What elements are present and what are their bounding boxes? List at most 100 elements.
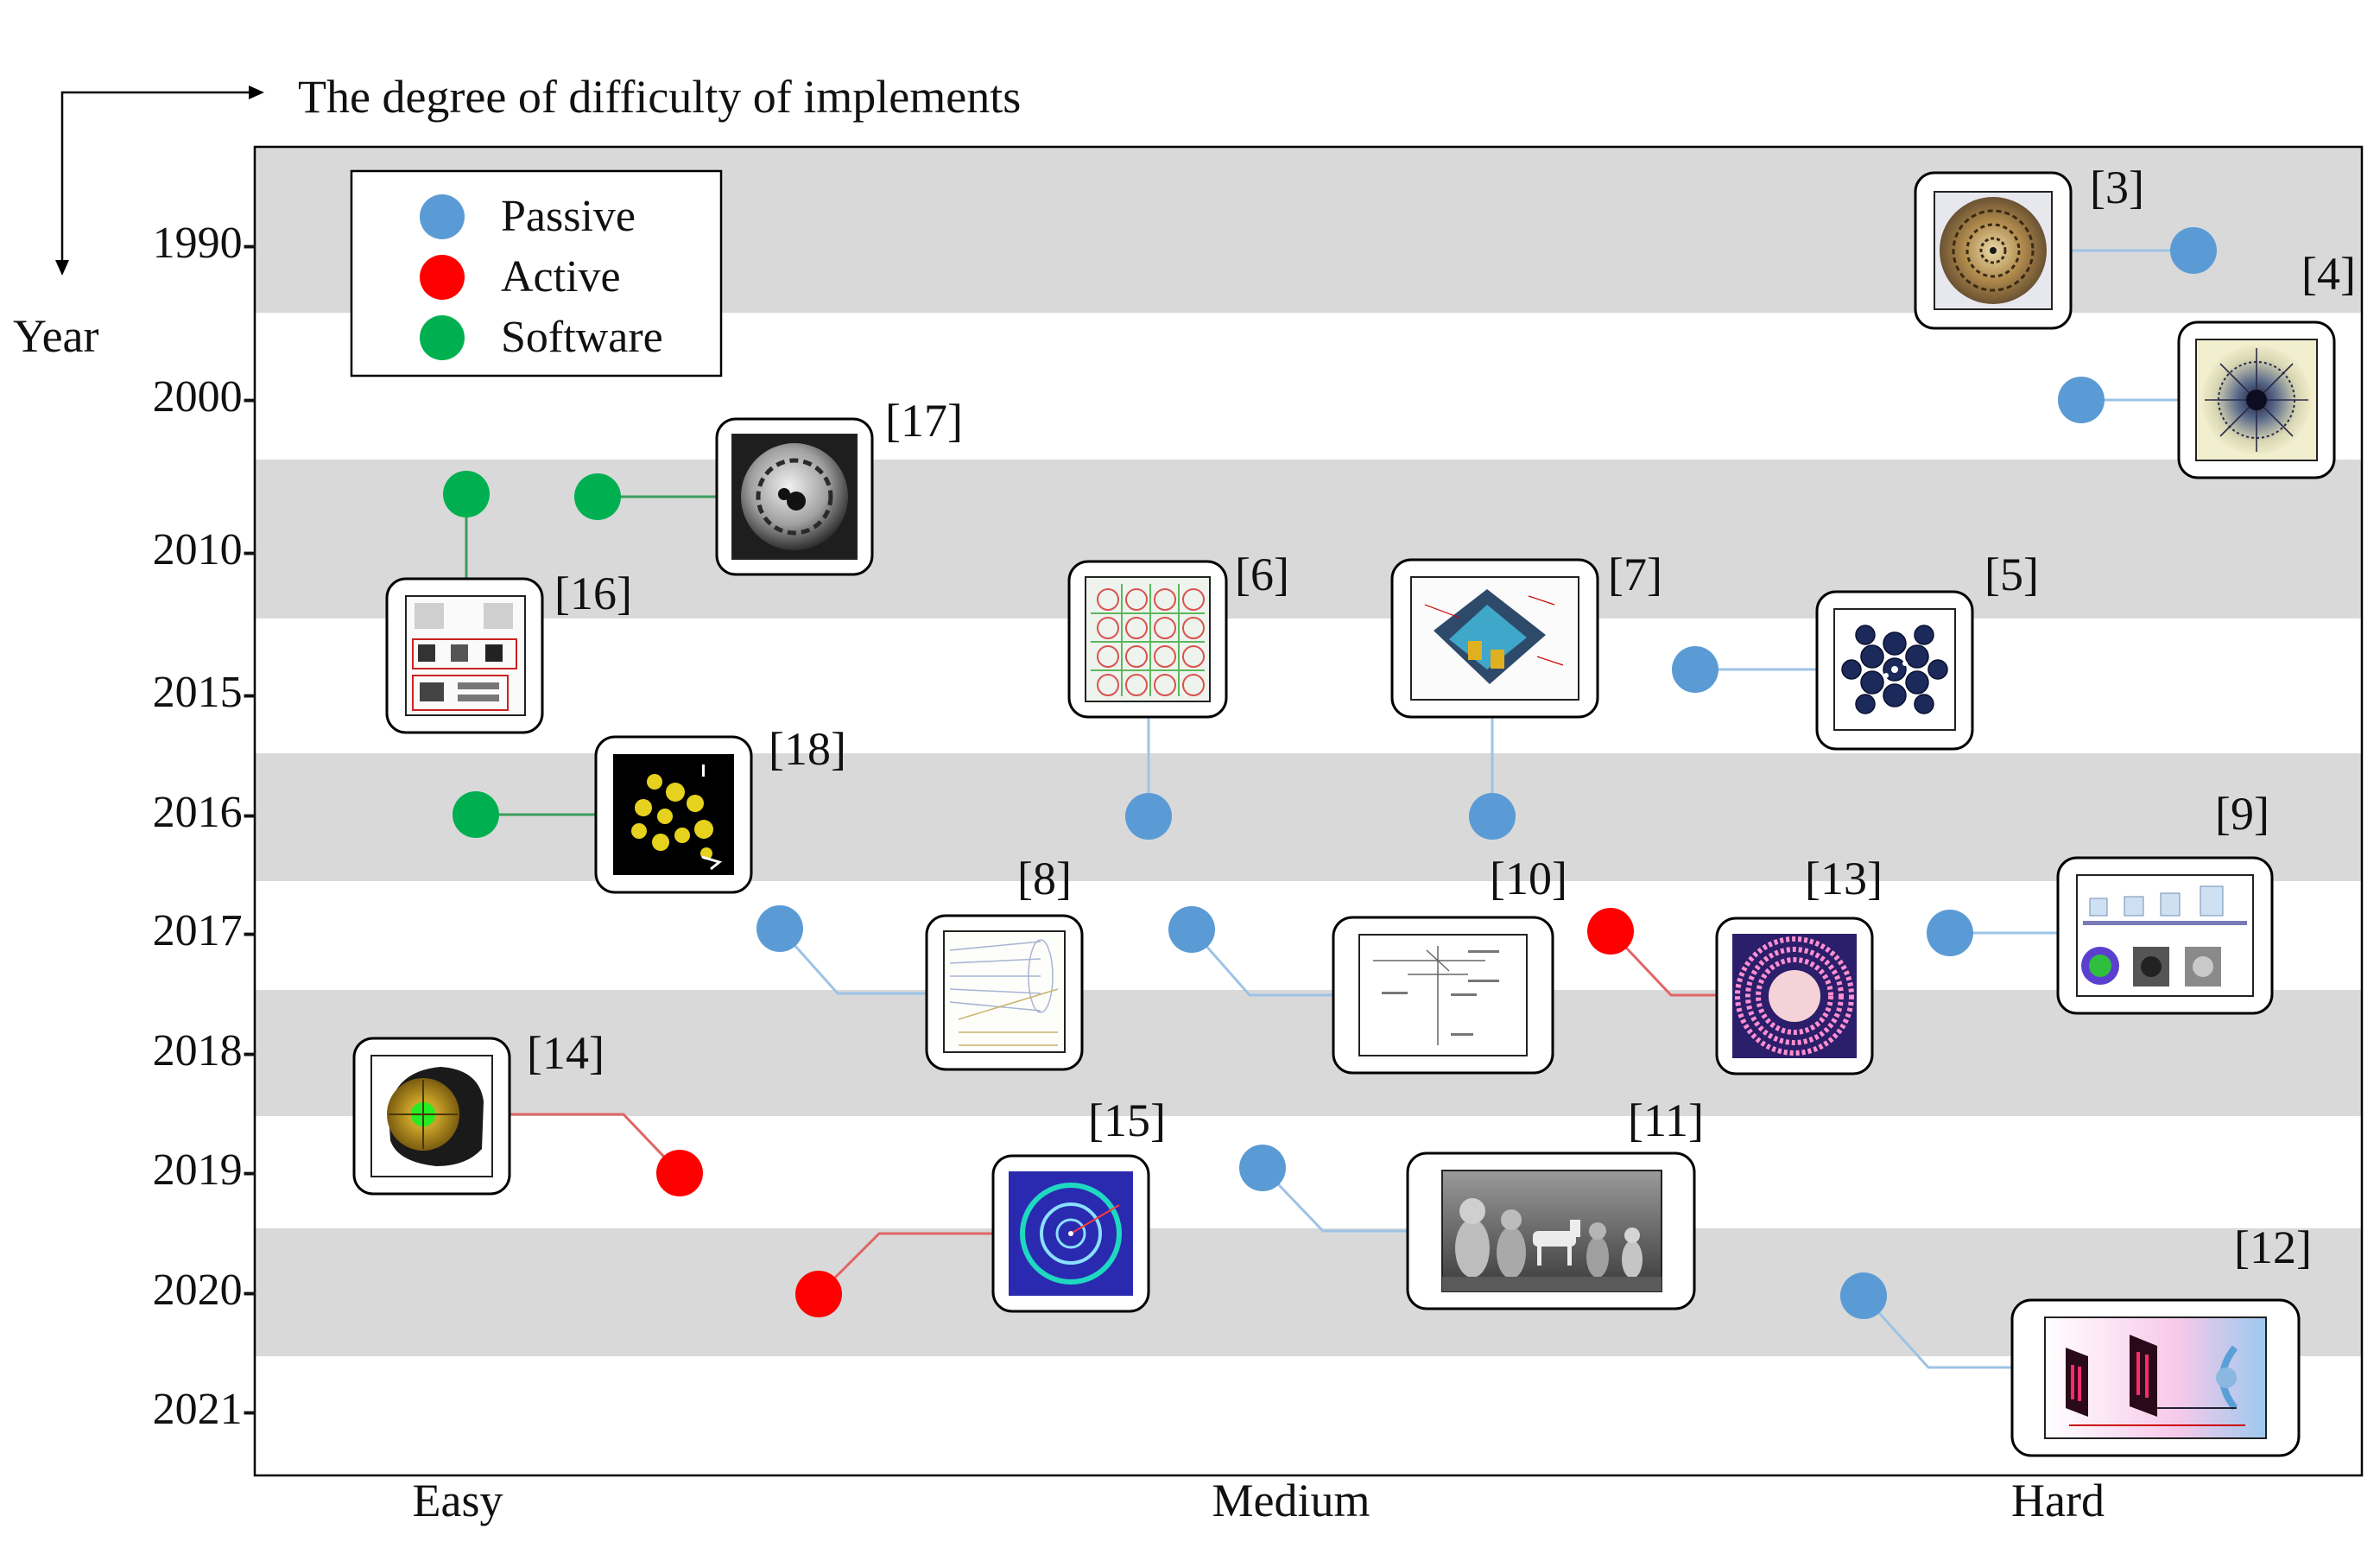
marker-8-passive xyxy=(756,905,803,952)
marker-6-passive xyxy=(1125,793,1172,840)
right-arrow-head xyxy=(249,86,264,99)
hex-aperture-icon xyxy=(1732,934,1857,1058)
marker-17-software xyxy=(574,473,621,520)
connector-8 xyxy=(778,928,927,995)
markers xyxy=(443,227,2217,1319)
card-14 xyxy=(352,1037,511,1196)
card-9-ref: [9] xyxy=(2215,788,2269,840)
card-17 xyxy=(715,417,874,576)
year-tick-label: 2010- xyxy=(153,525,257,574)
plot-frame xyxy=(253,145,2364,1477)
legend-software-label: Software xyxy=(501,313,663,362)
difficulty-label-medium: Medium xyxy=(1212,1475,1370,1526)
y-axis-label: Year xyxy=(13,310,99,362)
connector-14 xyxy=(510,1113,681,1175)
card-4 xyxy=(2177,320,2336,479)
connector-11 xyxy=(1261,1166,1408,1233)
connector-12 xyxy=(1862,1294,2012,1369)
optical-schematic-icon xyxy=(1358,934,1528,1056)
marker-15-active xyxy=(795,1271,842,1317)
card-15-ref: [15] xyxy=(1088,1094,1166,1146)
year-tick-label: 2015- xyxy=(153,668,257,717)
marker-16-software xyxy=(443,471,490,517)
marker-12-passive xyxy=(1840,1272,1887,1319)
card-5-ref: [5] xyxy=(1984,549,2039,600)
axis-arrow-lines xyxy=(60,91,252,263)
difficulty-label-hard: Hard xyxy=(2011,1475,2105,1526)
year-tick-label: 2000- xyxy=(153,372,257,422)
card-7 xyxy=(1390,558,1599,719)
grid-array-icon xyxy=(1085,576,1211,702)
marker-18-software xyxy=(453,791,499,838)
card-7-ref: [7] xyxy=(1608,549,1662,600)
baffle-device-icon xyxy=(1410,576,1579,701)
legend-box xyxy=(350,169,723,377)
marker-10-passive xyxy=(1168,906,1215,953)
card-18-ref: [18] xyxy=(769,723,846,775)
band-2016 xyxy=(255,753,2362,881)
card-18 xyxy=(594,735,753,894)
connector-10 xyxy=(1190,929,1333,997)
panoramic-lens-icon xyxy=(731,434,858,560)
card-11-ref: [11] xyxy=(1628,1094,1704,1146)
header-label: The degree of difficulty of implements xyxy=(298,71,1021,123)
year-ticks: 1990- 2000- 2010- 2015- 2016- 2017- 2018… xyxy=(153,219,257,1434)
band-2018 xyxy=(255,990,2362,1116)
image-pipeline-icon xyxy=(405,595,526,716)
spiral-mask-icon xyxy=(1934,191,2053,310)
marker-13-active xyxy=(1587,908,1634,955)
legend-passive-marker xyxy=(420,194,465,239)
marker-4-passive xyxy=(2058,377,2105,423)
axis-arrows xyxy=(55,86,264,276)
connector-13 xyxy=(1609,929,1717,997)
card-12-ref: [12] xyxy=(2234,1221,2312,1273)
plot-area xyxy=(253,145,2364,1477)
marker-9-passive xyxy=(1927,910,1973,956)
down-arrow-head xyxy=(55,260,69,276)
legend-active-label: Active xyxy=(501,252,621,301)
year-tick-label: 2020- xyxy=(153,1266,257,1315)
ring-pattern-icon xyxy=(1009,1171,1133,1296)
marker-3-passive xyxy=(2170,227,2217,274)
card-17-ref: [17] xyxy=(885,395,963,447)
marker-14-active xyxy=(656,1150,703,1196)
year-tick-label: 2019- xyxy=(153,1145,257,1195)
card-9 xyxy=(2056,856,2274,1015)
card-12 xyxy=(2010,1298,2301,1457)
year-tick-label: 1990- xyxy=(153,219,257,268)
legend-software-marker xyxy=(420,315,465,360)
marker-5-passive xyxy=(1672,646,1719,693)
connector-15 xyxy=(817,1232,993,1296)
card-5 xyxy=(1815,590,1974,751)
legend-passive-label: Passive xyxy=(501,192,636,241)
light-cone-icon xyxy=(943,930,1066,1053)
card-16-ref: [16] xyxy=(554,568,632,619)
two-mask-icon xyxy=(2044,1316,2267,1439)
toy-scene-icon xyxy=(1441,1170,1662,1292)
card-15 xyxy=(991,1154,1150,1313)
card-16 xyxy=(385,577,544,734)
legend-active-marker xyxy=(420,255,465,300)
card-3 xyxy=(1914,171,2073,330)
card-6-ref: [6] xyxy=(1235,549,1289,600)
card-10 xyxy=(1332,916,1554,1075)
band-2020 xyxy=(255,1228,2362,1356)
lens-setup-icon xyxy=(2076,874,2254,997)
lens-cluster-icon xyxy=(1833,608,1956,731)
year-tick-label: 2016- xyxy=(153,788,257,837)
legend: Passive Active Software xyxy=(350,169,723,377)
card-8 xyxy=(925,914,1084,1071)
card-13 xyxy=(1715,917,1874,1075)
card-6 xyxy=(1067,560,1228,719)
card-11 xyxy=(1406,1151,1696,1310)
year-tick-label: 2021- xyxy=(153,1385,257,1434)
year-tick-label: 2017- xyxy=(153,906,257,955)
marker-11-passive xyxy=(1239,1145,1286,1191)
year-tick-label: 2018- xyxy=(153,1026,257,1075)
card-8-ref: [8] xyxy=(1017,853,1072,904)
card-14-ref: [14] xyxy=(527,1027,604,1079)
card-4-ref: [4] xyxy=(2301,248,2356,300)
difficulty-label-easy: Easy xyxy=(413,1475,503,1526)
marker-7-passive xyxy=(1469,793,1516,840)
